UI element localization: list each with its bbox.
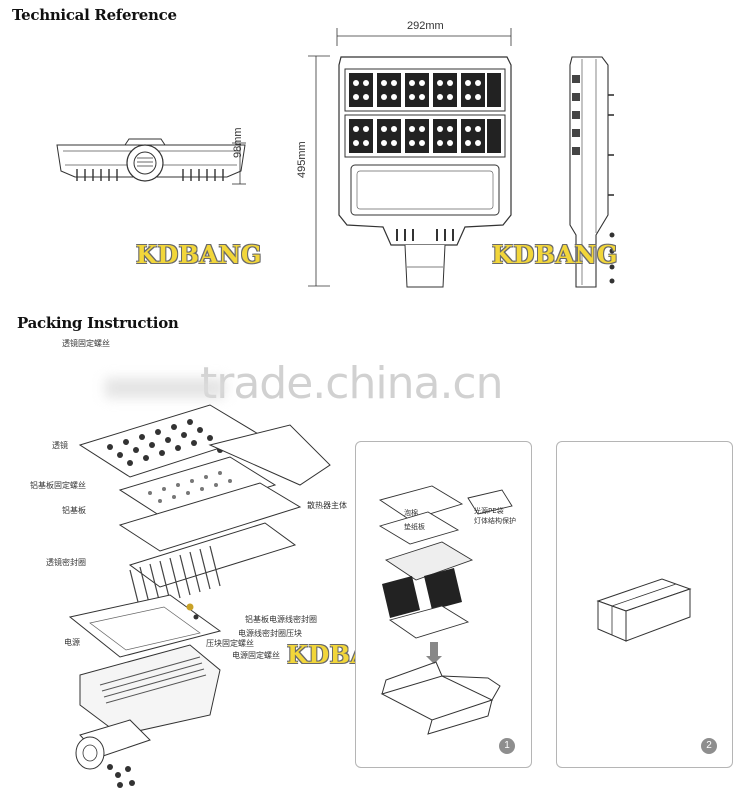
label-block-screw: 压块固定螺丝: [206, 639, 254, 648]
length-dimension-line: [308, 55, 330, 287]
technical-reference-title: Technical Reference: [12, 6, 177, 24]
packing-label-bag: 光源PE袋: [474, 507, 504, 515]
height-dimension-line: [232, 142, 246, 185]
label-lens: 透镜: [52, 441, 68, 450]
length-dimension-label: 495mm: [296, 141, 308, 178]
watermark-text: trade.china.cn: [200, 358, 504, 409]
label-lens-screw: 透镜固定螺丝: [62, 339, 110, 348]
label-aluminum-plate: 铝基板: [62, 506, 86, 515]
packing-instruction-title: Packing Instruction: [17, 314, 179, 332]
brand-logo-2: KDBANG: [492, 240, 619, 269]
packing-step-2-box-drawing: [596, 578, 692, 642]
packing-step-1-drawing: [378, 485, 513, 735]
packing-step-2-panel: [556, 441, 733, 768]
label-power-screw: 电源固定螺丝: [232, 651, 280, 660]
width-dimension-label: 292mm: [407, 20, 444, 32]
exploded-assembly-drawing: [68, 404, 331, 788]
end-view-drawing: [569, 56, 615, 288]
top-view-drawing: [338, 56, 512, 288]
label-power-seal-block: 电源线密封圈压块: [238, 629, 302, 638]
side-view-drawing: [56, 138, 246, 182]
height-dimension-label: 98mm: [232, 127, 244, 158]
label-aluminum-screw: 铝基板固定螺丝: [30, 481, 86, 490]
step-2-badge: 2: [701, 738, 717, 754]
step-1-badge: 1: [499, 738, 515, 754]
blurred-watermark-shape: [105, 378, 225, 398]
brand-logo-1: KDBANG: [136, 240, 263, 269]
label-lens-seal: 透镜密封圈: [46, 558, 86, 567]
packing-label-foam: 泡棉: [404, 509, 418, 517]
label-plate-power-seal: 铝基板电源线密封圈: [245, 615, 317, 624]
width-dimension-line: [336, 28, 512, 46]
packing-label-bag-note: 灯体结构保护: [474, 517, 516, 525]
label-radiator: 散热器主体: [307, 501, 347, 510]
packing-label-pad: 垫纸板: [404, 523, 425, 531]
label-power: 电源: [64, 638, 80, 647]
